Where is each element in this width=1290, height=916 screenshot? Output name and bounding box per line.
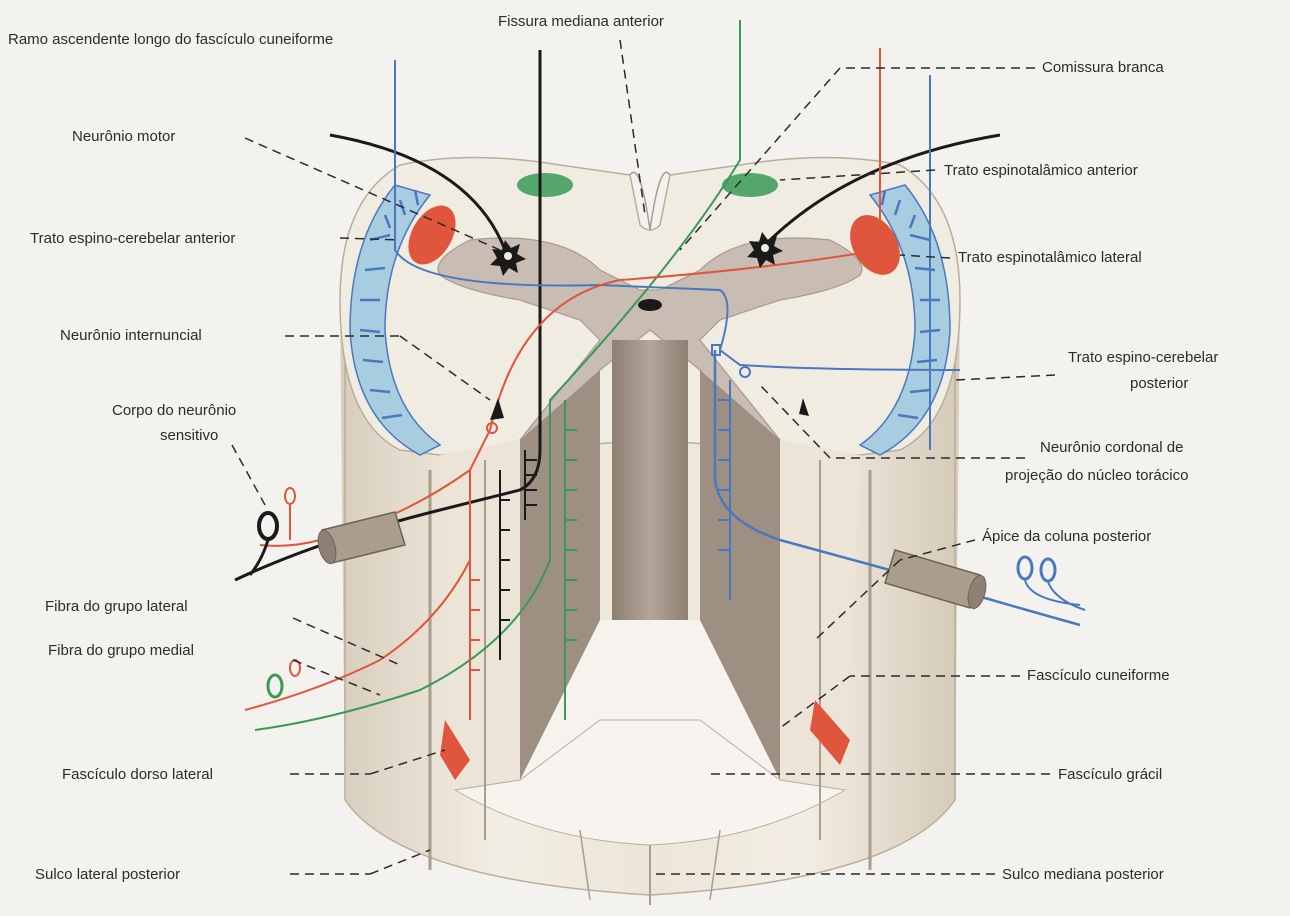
label-trato-espinotalamico-anterior: Trato espinotalâmico anterior (944, 162, 1138, 179)
label-neuronio-motor: Neurônio motor (72, 128, 175, 145)
central-canal (638, 299, 662, 311)
label-neuronio-cordonal-2: projeção do núcleo torácico (1005, 467, 1188, 484)
label-trato-espino-cerebelar-posterior: Trato espino-cerebelar (1068, 349, 1218, 366)
label-fasciculo-gracil: Fascículo grácil (1058, 766, 1162, 783)
label-neuronio-internuncial: Neurônio internuncial (60, 327, 202, 344)
label-trato-espino-cerebelar-anterior: Trato espino-cerebelar anterior (30, 230, 235, 247)
label-corpo-neuronio-sensitivo: Corpo do neurônio (112, 402, 236, 419)
label-fissura-mediana-anterior: Fissura mediana anterior (498, 13, 664, 30)
label-corpo-neuronio-sensitivo-2: sensitivo (160, 427, 218, 444)
label-fasciculo-cuneiforme: Fascículo cuneiforme (1027, 667, 1170, 684)
central-shaft (612, 340, 688, 620)
sensory-ganglion-green (268, 660, 300, 697)
label-fasciculo-dorso-lateral: Fascículo dorso lateral (62, 766, 213, 783)
label-trato-espinotalamico-lateral: Trato espinotalâmico lateral (958, 249, 1142, 266)
label-fibra-grupo-medial: Fibra do grupo medial (48, 642, 194, 659)
label-neuronio-cordonal: Neurônio cordonal de (1040, 439, 1183, 456)
tract-green-left (517, 173, 573, 197)
sensory-ganglion-blue (1018, 557, 1085, 610)
label-sulco-lateral-posterior: Sulco lateral posterior (35, 866, 180, 883)
label-trato-espino-cerebelar-posterior-2: posterior (1130, 375, 1188, 392)
label-comissura-branca: Comissura branca (1042, 59, 1164, 76)
label-sulco-mediana-posterior: Sulco mediana posterior (1002, 866, 1164, 883)
label-apice-coluna-posterior: Ápice da coluna posterior (982, 528, 1151, 545)
label-ramo-ascendente: Ramo ascendente longo do fascículo cunei… (8, 31, 333, 48)
label-fibra-grupo-lateral: Fibra do grupo lateral (45, 598, 188, 615)
